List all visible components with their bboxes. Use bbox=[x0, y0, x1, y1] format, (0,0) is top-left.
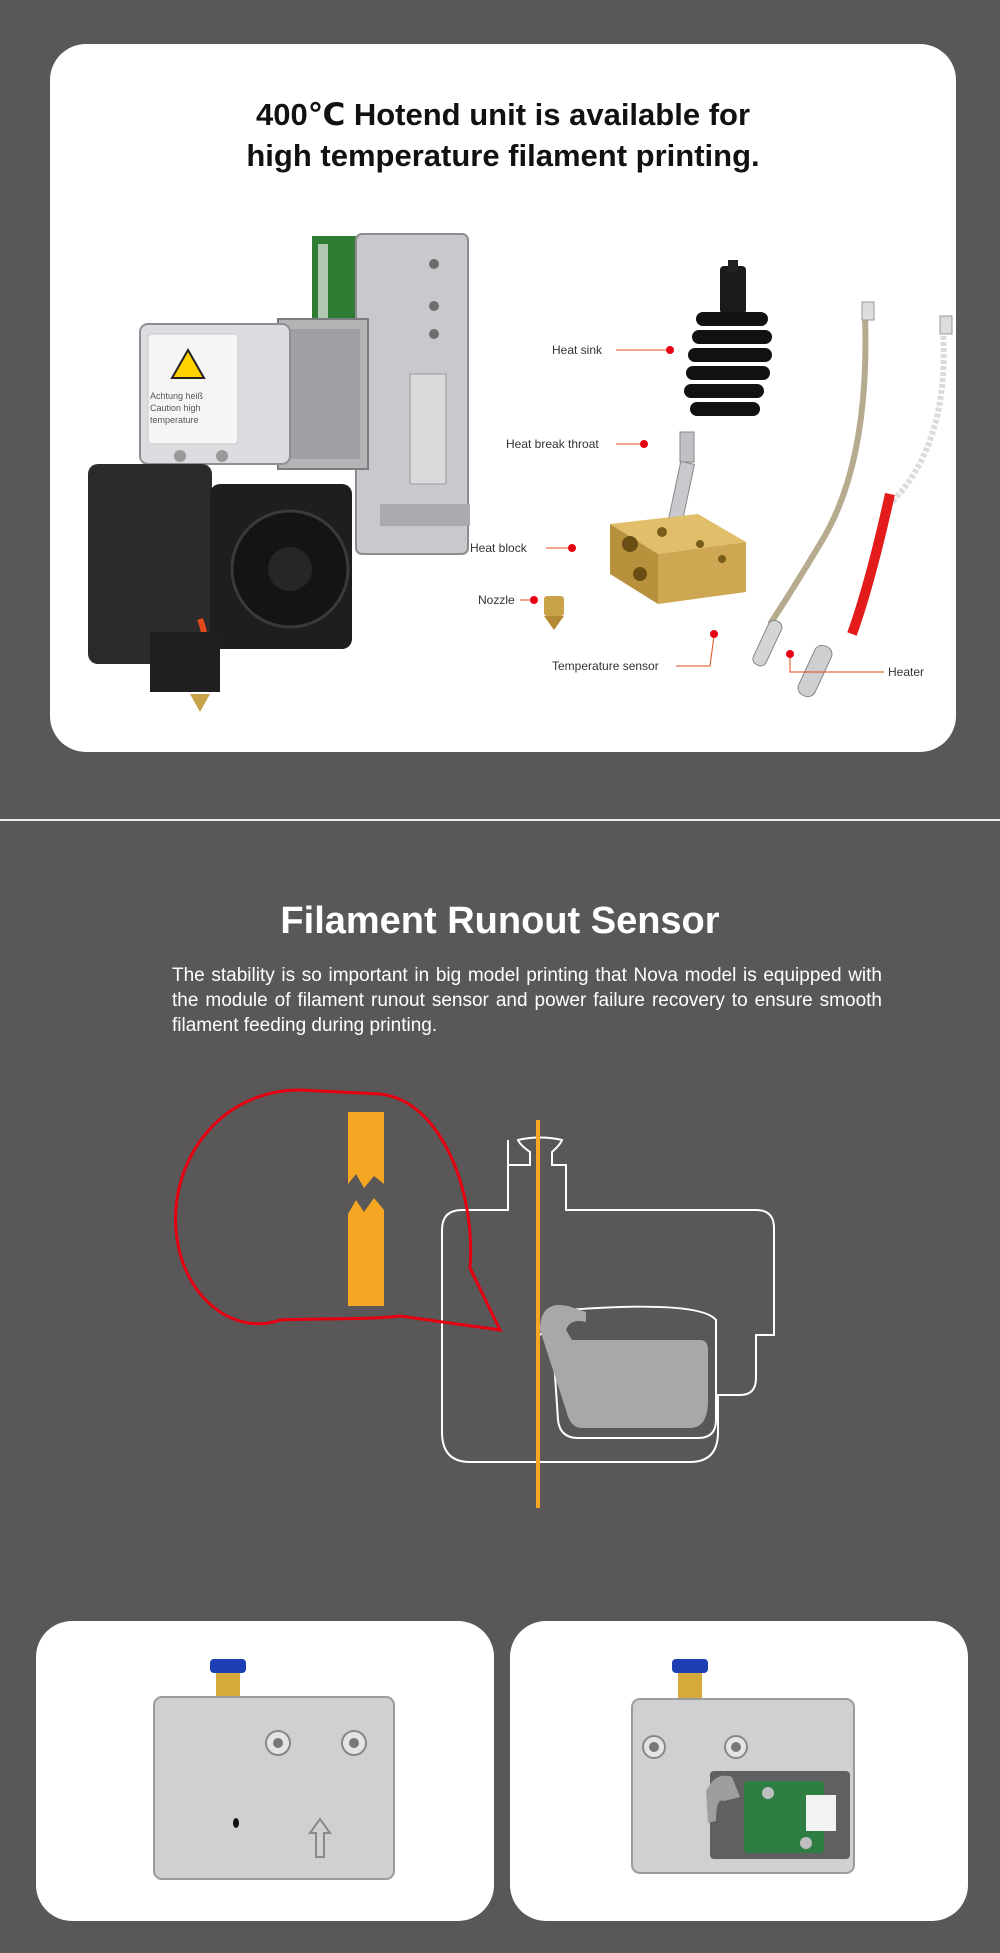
heat-break-image bbox=[667, 431, 696, 526]
warning-label bbox=[147, 333, 239, 445]
sensor-switch bbox=[540, 1305, 708, 1428]
callout-nozzle: Nozzle bbox=[478, 593, 515, 607]
arrow-up-icon bbox=[308, 1817, 332, 1858]
sensor-front-image bbox=[153, 1659, 395, 1880]
sensor-outline bbox=[441, 1136, 775, 1463]
warning-text-2: Caution high bbox=[150, 403, 201, 413]
heater-cable bbox=[887, 329, 947, 507]
warning-text-1: Achtung heiß bbox=[150, 391, 204, 401]
runout-section-description: The stability is so important in big mod… bbox=[172, 965, 882, 1036]
hotend-title-line-2: high temperature filament printing. bbox=[246, 138, 760, 173]
hotend-illustration: Achtung heiß Caution high temperature bbox=[88, 233, 953, 712]
callout-heater: Heater bbox=[888, 665, 924, 679]
heater-cartridge bbox=[797, 644, 833, 698]
warning-text-3: temperature bbox=[150, 415, 199, 425]
callout-heat-break-throat: Heat break throat bbox=[506, 437, 599, 451]
callout-heat-block: Heat block bbox=[470, 541, 528, 555]
hotend-title-line-1: 400℃ Hotend unit is available for bbox=[255, 97, 751, 132]
nozzle-image bbox=[544, 596, 564, 630]
runout-section-title: Filament Runout Sensor bbox=[280, 900, 720, 942]
callout-temperature-sensor: Temperature sensor bbox=[552, 659, 659, 673]
heat-block-image bbox=[610, 514, 746, 604]
sensor-body-front bbox=[153, 1696, 395, 1880]
broken-filament-icon bbox=[348, 1112, 384, 1306]
temperature-sensor-probe bbox=[752, 619, 783, 667]
nozzle-tip bbox=[190, 694, 210, 712]
fan-shroud bbox=[88, 464, 212, 664]
sensor-photo-front-card bbox=[36, 1621, 494, 1921]
hot-warning-icon bbox=[170, 347, 206, 379]
zoom-callout-bubble bbox=[174, 1088, 503, 1332]
heat-sink-image bbox=[684, 260, 772, 416]
section-divider bbox=[0, 819, 1000, 821]
sensor-photo-open-card bbox=[510, 1621, 968, 1921]
switch-pcb bbox=[744, 1781, 824, 1853]
hotend-card: 400℃ Hotend unit is available for high t… bbox=[50, 44, 956, 752]
extruder-assembly-image: Achtung heiß Caution high temperature bbox=[88, 233, 470, 712]
sensor-open-image bbox=[631, 1659, 855, 1874]
hotend-title: 400℃ Hotend unit is available for high t… bbox=[50, 94, 956, 176]
temperature-sensor-cable bbox=[767, 315, 869, 626]
callout-heat-sink: Heat sink bbox=[552, 343, 603, 357]
